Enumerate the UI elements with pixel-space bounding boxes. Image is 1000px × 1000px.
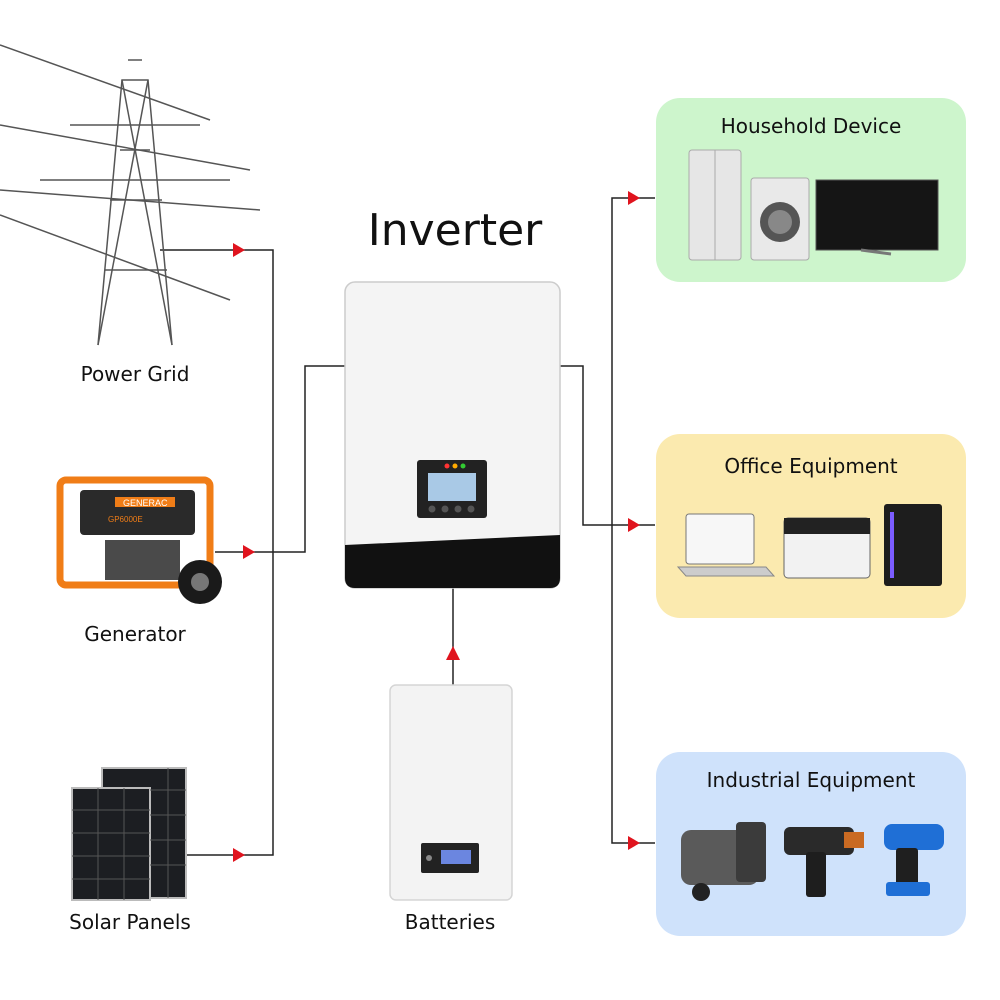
office-devices-icon: [676, 504, 942, 586]
inverter-device-icon: [344, 281, 561, 589]
solar-panels-label: Solar Panels: [69, 910, 191, 934]
arrow-industrial: [628, 836, 640, 850]
household-device-title: Household Device: [720, 114, 902, 138]
battery-device-icon: [389, 684, 513, 901]
inverter-to-load-bus-line: [560, 365, 612, 526]
solar-panel-icon: [71, 767, 187, 901]
household-appliances-icon: [688, 149, 939, 261]
batteries-label: Batteries: [404, 910, 496, 934]
arrow-solar: [233, 848, 245, 862]
arrow-office: [628, 518, 640, 532]
industrial-tools-icon: [681, 822, 944, 901]
office-equipment-title: Office Equipment: [724, 454, 898, 478]
generator-label: Generator: [84, 622, 186, 646]
arrow-battery: [446, 646, 460, 660]
household-device-panel: Household Device: [656, 98, 966, 282]
industrial-equipment-panel: Industrial Equipment: [656, 752, 966, 936]
generator-brand-label: GENERAC: [123, 498, 168, 508]
arrow-generator: [243, 545, 255, 559]
office-equipment-panel: Office Equipment: [656, 434, 966, 618]
generator-model-label: GP6000E: [108, 515, 143, 524]
bus-to-inverter-line: [273, 365, 345, 553]
power-grid-label: Power Grid: [80, 362, 190, 386]
generator-icon: GENERAC GP6000E: [56, 476, 222, 604]
arrow-grid: [233, 243, 245, 257]
industrial-equipment-title: Industrial Equipment: [706, 768, 916, 792]
diagram-title: Inverter: [367, 205, 543, 256]
power-tower-icon: [0, 44, 261, 346]
load-bus-line: [611, 197, 655, 844]
arrow-household: [628, 191, 640, 205]
